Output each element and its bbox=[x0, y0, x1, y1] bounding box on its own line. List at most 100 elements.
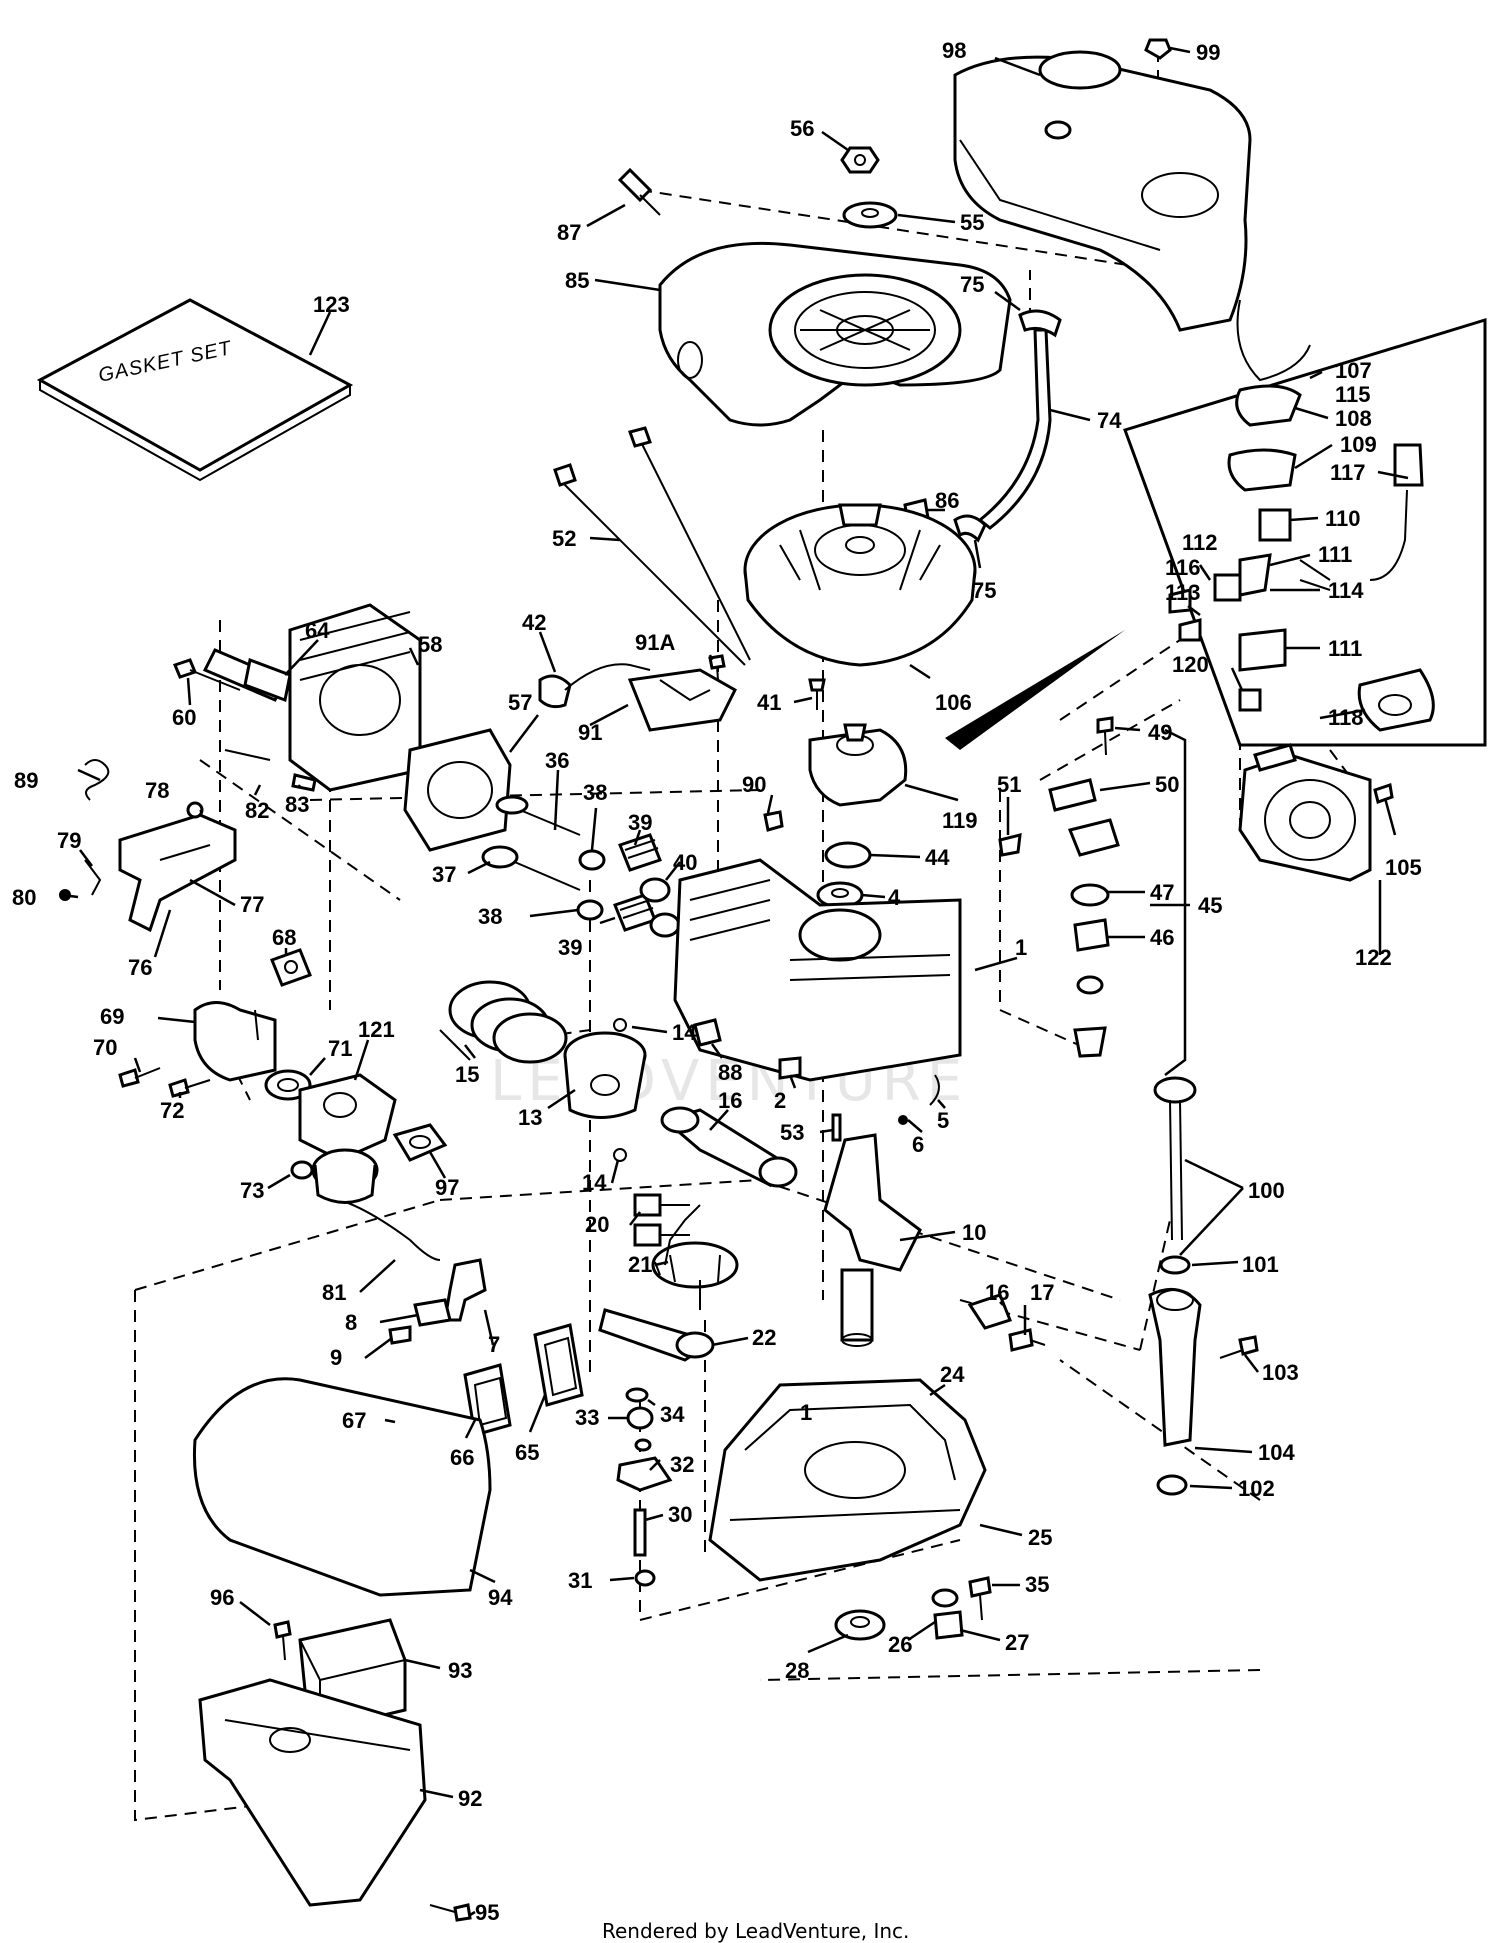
label-14: 14 bbox=[672, 1020, 697, 1045]
flywheel-106 bbox=[743, 503, 977, 667]
label-47: 47 bbox=[1150, 880, 1174, 905]
ignition-lead-42 bbox=[538, 663, 651, 709]
clip-90 bbox=[763, 810, 784, 832]
seals-44-4 bbox=[816, 841, 872, 909]
small-parts-78-79-80 bbox=[59, 801, 204, 901]
label-37: 37 bbox=[432, 862, 456, 887]
label-123: 123 bbox=[313, 292, 350, 317]
bearing-housing-119 bbox=[808, 723, 908, 807]
spring-89 bbox=[84, 759, 110, 801]
label-38: 38 bbox=[583, 780, 607, 805]
label-2: 2 bbox=[774, 1088, 786, 1113]
label-1: 1 bbox=[1015, 935, 1027, 960]
top-shroud-98 bbox=[953, 50, 1252, 332]
label-26: 26 bbox=[888, 1632, 912, 1657]
label-91a: 91A bbox=[635, 630, 675, 655]
label-39-b: 39 bbox=[558, 935, 582, 960]
label-58: 58 bbox=[418, 632, 442, 657]
label-15: 15 bbox=[455, 1062, 479, 1087]
label-101: 101 bbox=[1242, 1252, 1279, 1277]
label-102: 102 bbox=[1238, 1476, 1275, 1501]
screw-41 bbox=[808, 678, 826, 710]
small-pins bbox=[778, 1056, 940, 1142]
label-85: 85 bbox=[565, 268, 589, 293]
label-39: 39 bbox=[628, 810, 652, 835]
label-97: 97 bbox=[435, 1175, 459, 1200]
ignition-module-91 bbox=[627, 668, 737, 732]
label-5: 5 bbox=[937, 1108, 949, 1133]
label-71: 71 bbox=[328, 1036, 352, 1061]
label-77: 77 bbox=[240, 892, 264, 917]
label-33: 33 bbox=[575, 1405, 599, 1430]
clip-88 bbox=[693, 1018, 722, 1047]
bolts-70-72 bbox=[118, 1067, 211, 1098]
label-60: 60 bbox=[172, 705, 196, 730]
label-8: 8 bbox=[345, 1310, 357, 1335]
air-cleaner-cover-94 bbox=[192, 1377, 492, 1597]
head-gasket-57 bbox=[403, 728, 512, 852]
bolt-87 bbox=[617, 167, 661, 216]
label-113: 113 bbox=[1165, 580, 1201, 605]
bolt-60 bbox=[172, 658, 241, 691]
label-36: 36 bbox=[545, 748, 569, 773]
label-118: 118 bbox=[1328, 705, 1364, 730]
label-17: 17 bbox=[1030, 1280, 1054, 1305]
gasket-set-123: GASKET SET bbox=[36, 298, 354, 482]
label-70: 70 bbox=[93, 1035, 117, 1060]
valve-seals-40 bbox=[639, 877, 681, 938]
intake-69 bbox=[193, 1001, 277, 1082]
label-75: 75 bbox=[960, 272, 984, 297]
ignition-inset-box bbox=[945, 299, 1487, 750]
label-44: 44 bbox=[925, 845, 950, 870]
label-16: 16 bbox=[718, 1088, 742, 1113]
screw-49 bbox=[1096, 716, 1114, 756]
crankshaft-10 bbox=[823, 1133, 922, 1347]
dipstick-100 bbox=[1153, 1076, 1197, 1241]
seal-102 bbox=[1156, 1474, 1188, 1496]
label-99: 99 bbox=[1196, 40, 1220, 65]
piston-13 bbox=[563, 1031, 647, 1119]
label-83: 83 bbox=[285, 792, 309, 817]
label-56: 56 bbox=[790, 116, 814, 141]
lever-7-8-9 bbox=[388, 1258, 487, 1345]
leader-lines bbox=[61, 46, 1409, 1917]
cylinder-block-1 bbox=[673, 858, 962, 1082]
label-92: 92 bbox=[458, 1786, 482, 1811]
label-35: 35 bbox=[1025, 1572, 1049, 1597]
seals-26-27-28-35 bbox=[834, 1576, 992, 1641]
label-116: 116 bbox=[1165, 555, 1201, 580]
label-42: 42 bbox=[522, 610, 546, 635]
label-104: 104 bbox=[1258, 1440, 1295, 1465]
label-21: 21 bbox=[628, 1252, 652, 1277]
label-105: 105 bbox=[1385, 855, 1422, 880]
label-93: 93 bbox=[448, 1658, 472, 1683]
label-81: 81 bbox=[322, 1280, 346, 1305]
label-25: 25 bbox=[1028, 1525, 1052, 1550]
connecting-rod-16 bbox=[660, 1106, 798, 1188]
label-122: 122 bbox=[1355, 945, 1392, 970]
label-95: 95 bbox=[475, 1900, 499, 1925]
label-73: 73 bbox=[240, 1178, 264, 1203]
label-13: 13 bbox=[518, 1105, 542, 1130]
screw-95 bbox=[429, 1903, 472, 1922]
label-41: 41 bbox=[757, 690, 781, 715]
label-16-b: 16 bbox=[985, 1280, 1009, 1305]
screw-105 bbox=[1373, 783, 1394, 804]
nut-73 bbox=[290, 1160, 314, 1180]
screw-99 bbox=[1144, 38, 1172, 60]
label-4: 4 bbox=[888, 885, 901, 910]
label-40: 40 bbox=[673, 850, 697, 875]
label-34: 34 bbox=[660, 1402, 685, 1427]
label-69: 69 bbox=[100, 1004, 124, 1029]
label-80: 80 bbox=[12, 885, 36, 910]
label-57: 57 bbox=[508, 690, 532, 715]
label-119: 119 bbox=[942, 808, 978, 833]
label-50: 50 bbox=[1155, 772, 1179, 797]
label-67: 67 bbox=[342, 1408, 366, 1433]
label-117: 117 bbox=[1330, 460, 1366, 485]
label-30: 30 bbox=[668, 1502, 692, 1527]
label-38-b: 38 bbox=[478, 904, 502, 929]
label-6: 6 bbox=[912, 1132, 924, 1157]
gasket-97 bbox=[392, 1123, 448, 1162]
label-110: 110 bbox=[1325, 506, 1361, 531]
